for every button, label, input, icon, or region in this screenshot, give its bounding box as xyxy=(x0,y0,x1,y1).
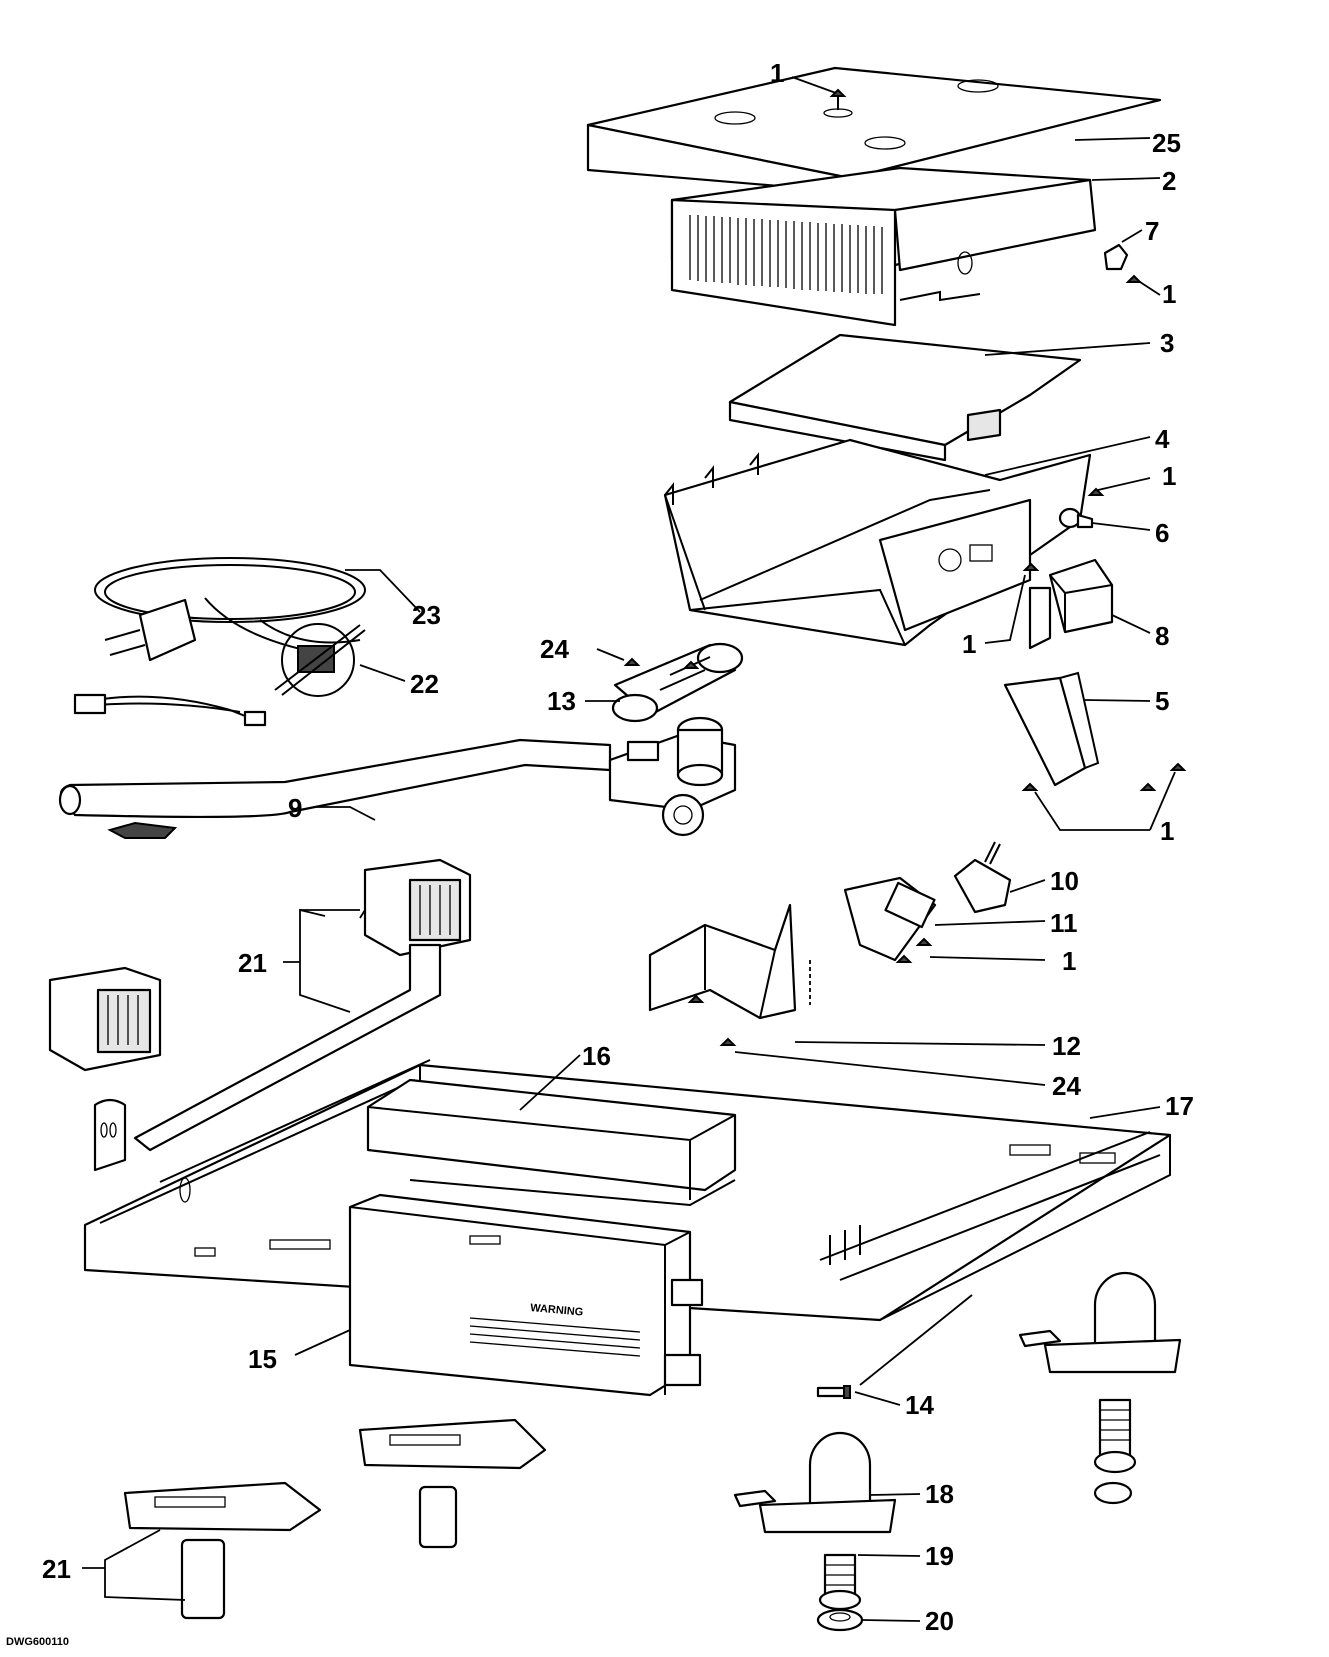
callout-25: 25 xyxy=(1152,128,1181,158)
part-18-leveler xyxy=(733,1431,897,1534)
louvers xyxy=(689,215,883,294)
part-12-bracket xyxy=(648,903,797,1020)
callout-16: 16 xyxy=(582,1041,611,1071)
callout-2: 2 xyxy=(1162,166,1176,196)
part-6-knob xyxy=(1058,507,1094,529)
part-21-foot-left xyxy=(93,1098,127,1172)
part-7-clip xyxy=(1103,243,1129,271)
part-20-washer-right xyxy=(1093,1481,1133,1505)
part-22-strain-relief xyxy=(274,623,366,697)
drawing-code: DWG600110 xyxy=(6,1636,69,1648)
part-14-screw xyxy=(816,1385,851,1399)
callout-1: 1 xyxy=(1062,946,1076,976)
callout-7: 7 xyxy=(1145,216,1159,246)
leader-lines xyxy=(82,76,1176,1622)
callout-24: 24 xyxy=(1052,1071,1081,1101)
part-23-power-cord xyxy=(73,557,366,727)
callout-8: 8 xyxy=(1155,621,1169,651)
callout-5: 5 xyxy=(1155,686,1169,716)
part-21-hinge-left xyxy=(123,1481,322,1620)
part-19-leveler-screw-right xyxy=(1093,1398,1137,1474)
part-21-hinge-center xyxy=(358,1418,547,1549)
part-2-louvered-housing xyxy=(670,166,1097,327)
callout-1: 1 xyxy=(962,629,976,659)
part-4-inner-panel xyxy=(663,438,1092,647)
callout-13: 13 xyxy=(547,686,576,716)
callout-17: 17 xyxy=(1165,1091,1194,1121)
callout-1: 1 xyxy=(1162,279,1176,309)
part-9-gas-valve xyxy=(608,716,737,837)
callout-18: 18 xyxy=(925,1479,954,1509)
callout-20: 20 xyxy=(925,1606,954,1636)
callout-24: 24 xyxy=(540,634,569,664)
part-21-control-upper xyxy=(363,858,472,957)
part-5-bracket xyxy=(1003,671,1100,787)
callout-labels: 1 25 2 7 1 3 4 1 6 23 8 1 24 22 13 5 9 1… xyxy=(42,58,1194,1636)
callout-21: 21 xyxy=(238,948,267,978)
part-21-control-left xyxy=(48,966,162,1072)
part-1-screws-5 xyxy=(1021,762,1187,791)
part-11-bracket xyxy=(843,876,937,962)
callout-15: 15 xyxy=(248,1344,277,1374)
callout-6: 6 xyxy=(1155,518,1169,548)
part-1-screws-11 xyxy=(895,937,933,963)
callout-23: 23 xyxy=(412,600,441,630)
part-19-leveler-screw xyxy=(818,1553,862,1611)
part-3-baffle xyxy=(728,333,1082,462)
callout-1: 1 xyxy=(1160,816,1174,846)
callout-4: 4 xyxy=(1155,424,1170,454)
part-18-leveler-right xyxy=(1018,1271,1182,1374)
part-1-screw-7 xyxy=(1125,274,1143,283)
part-20-washer xyxy=(816,1608,864,1632)
part-8-relay xyxy=(1028,558,1114,650)
part-24-screw-12 xyxy=(719,1037,737,1046)
part-16-cover xyxy=(366,1078,737,1207)
callout-12: 12 xyxy=(1052,1031,1081,1061)
callout-22: 22 xyxy=(410,669,439,699)
part-24-screws-13 xyxy=(623,657,700,669)
part-10-igniter xyxy=(953,841,1012,914)
part-1-screw-8 xyxy=(1022,562,1040,571)
callout-19: 19 xyxy=(925,1541,954,1571)
part-15-transformer-box: WARNING xyxy=(348,1193,704,1397)
callout-10: 10 xyxy=(1050,866,1079,896)
callout-14: 14 xyxy=(905,1390,934,1420)
warning-label: WARNING xyxy=(530,1302,584,1319)
part-1-screw-6 xyxy=(1087,487,1105,496)
part-9-gas-tube xyxy=(58,738,612,839)
part-13-burner xyxy=(611,642,744,723)
callout-9: 9 xyxy=(288,793,302,823)
callout-1: 1 xyxy=(1162,461,1176,491)
callout-3: 3 xyxy=(1160,328,1174,358)
part-21-control-arm xyxy=(133,943,442,1152)
callout-1: 1 xyxy=(770,58,784,88)
part-25-top-cover xyxy=(586,66,1162,194)
callout-21: 21 xyxy=(42,1554,71,1584)
callout-11: 11 xyxy=(1050,908,1078,938)
